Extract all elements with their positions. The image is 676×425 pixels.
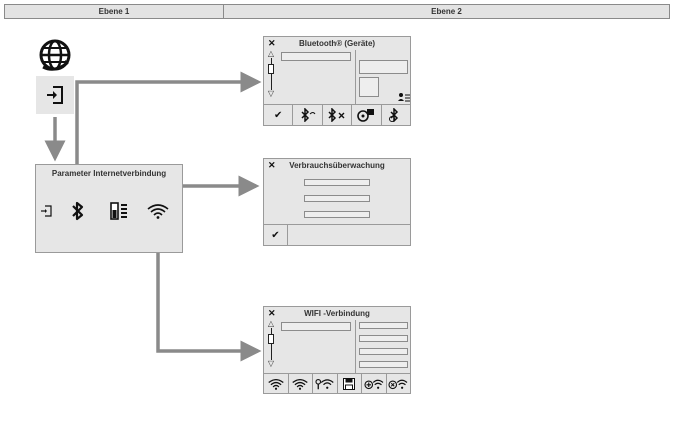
wifi-screen: ✕ WIFI -Verbindung △ ▽	[263, 306, 411, 394]
device-image-field	[359, 77, 379, 97]
consumption-field-2	[304, 195, 370, 202]
battery-icon[interactable]	[110, 201, 128, 221]
wifi-add-button[interactable]	[362, 374, 387, 393]
bluetooth-scrollbar[interactable]: △ ▽	[267, 50, 275, 98]
wifi-remove-button[interactable]	[387, 374, 411, 393]
bluetooth-connect-button[interactable]	[382, 105, 410, 125]
login-icon[interactable]	[40, 205, 52, 217]
login-tile[interactable]	[36, 76, 74, 114]
bluetooth-screen-title: Bluetooth® (Geräte)	[298, 39, 376, 48]
parameter-internet-box: Parameter Internetverbindung	[35, 164, 183, 253]
consumption-field-3	[304, 211, 370, 218]
scroll-thumb[interactable]	[268, 334, 274, 344]
wifi-settings-button[interactable]	[313, 374, 338, 393]
network-list-field[interactable]	[281, 322, 351, 331]
scroll-thumb[interactable]	[268, 64, 274, 74]
bluetooth-settings-icon	[357, 109, 375, 122]
wifi-toolbar	[264, 373, 410, 393]
scroll-up-icon[interactable]: △	[267, 49, 275, 58]
wifi-detail-field-4[interactable]	[359, 361, 408, 368]
wifi-icon	[292, 378, 308, 390]
bluetooth-search-icon	[301, 108, 316, 122]
bluetooth-delete-button[interactable]	[323, 105, 353, 125]
wifi-icon[interactable]	[147, 203, 169, 219]
bluetooth-screen: ✕ Bluetooth® (Geräte) △ ▽ ✔	[263, 36, 411, 126]
column-header-level2-label: Ebene 2	[431, 7, 462, 16]
scroll-down-icon[interactable]: ▽	[267, 89, 275, 98]
scroll-down-icon[interactable]: ▽	[267, 359, 275, 368]
device-list-field[interactable]	[281, 52, 351, 61]
consumption-screen-title: Verbrauchsüberwachung	[289, 161, 385, 170]
close-icon[interactable]: ✕	[268, 160, 276, 170]
wifi-settings-icon	[315, 378, 334, 389]
device-detail-field[interactable]	[359, 60, 408, 74]
save-icon	[343, 377, 356, 390]
wifi-remove-icon	[388, 379, 408, 389]
bluetooth-icon[interactable]	[71, 201, 85, 221]
column-header-level1-label: Ebene 1	[98, 7, 130, 16]
bluetooth-connect-icon	[388, 108, 398, 122]
consumption-screen: ✕ Verbrauchsüberwachung ✔	[263, 158, 411, 246]
wifi-scrollbar[interactable]: △ ▽	[267, 320, 275, 368]
wifi-scan-button[interactable]	[264, 374, 289, 393]
wifi-icon	[268, 378, 284, 390]
arrow-bluetooth-to-bluetooth-screen	[75, 71, 262, 198]
scroll-up-icon[interactable]: △	[267, 319, 275, 328]
globe-icon	[39, 39, 71, 71]
wifi-connect-button[interactable]	[289, 374, 313, 393]
consumption-toolbar: ✔	[264, 224, 410, 245]
check-icon: ✔	[274, 109, 283, 121]
bluetooth-settings-button[interactable]	[352, 105, 382, 125]
user-list-icon[interactable]	[398, 92, 410, 102]
wifi-detail-field-1[interactable]	[359, 322, 408, 329]
bluetooth-search-button[interactable]	[293, 105, 323, 125]
confirm-button[interactable]: ✔	[264, 225, 288, 245]
wifi-detail-field-2[interactable]	[359, 335, 408, 342]
confirm-button[interactable]: ✔	[264, 105, 294, 125]
bluetooth-delete-icon	[328, 108, 345, 122]
globe-tile[interactable]	[36, 36, 74, 74]
arrow-wifi-to-wifi-screen	[156, 218, 262, 362]
bluetooth-toolbar: ✔	[264, 104, 410, 125]
column-header-level2: Ebene 2	[223, 4, 670, 19]
login-icon	[47, 86, 63, 104]
wifi-screen-title: WIFI -Verbindung	[304, 309, 370, 318]
wifi-detail-field-3[interactable]	[359, 348, 408, 355]
check-icon: ✔	[271, 229, 280, 241]
close-icon[interactable]: ✕	[268, 308, 276, 318]
consumption-field-1	[304, 179, 370, 186]
parameter-internet-title: Parameter Internetverbindung	[51, 169, 167, 178]
wifi-add-icon	[364, 379, 384, 389]
wifi-save-button[interactable]	[338, 374, 362, 393]
close-icon[interactable]: ✕	[268, 38, 276, 48]
